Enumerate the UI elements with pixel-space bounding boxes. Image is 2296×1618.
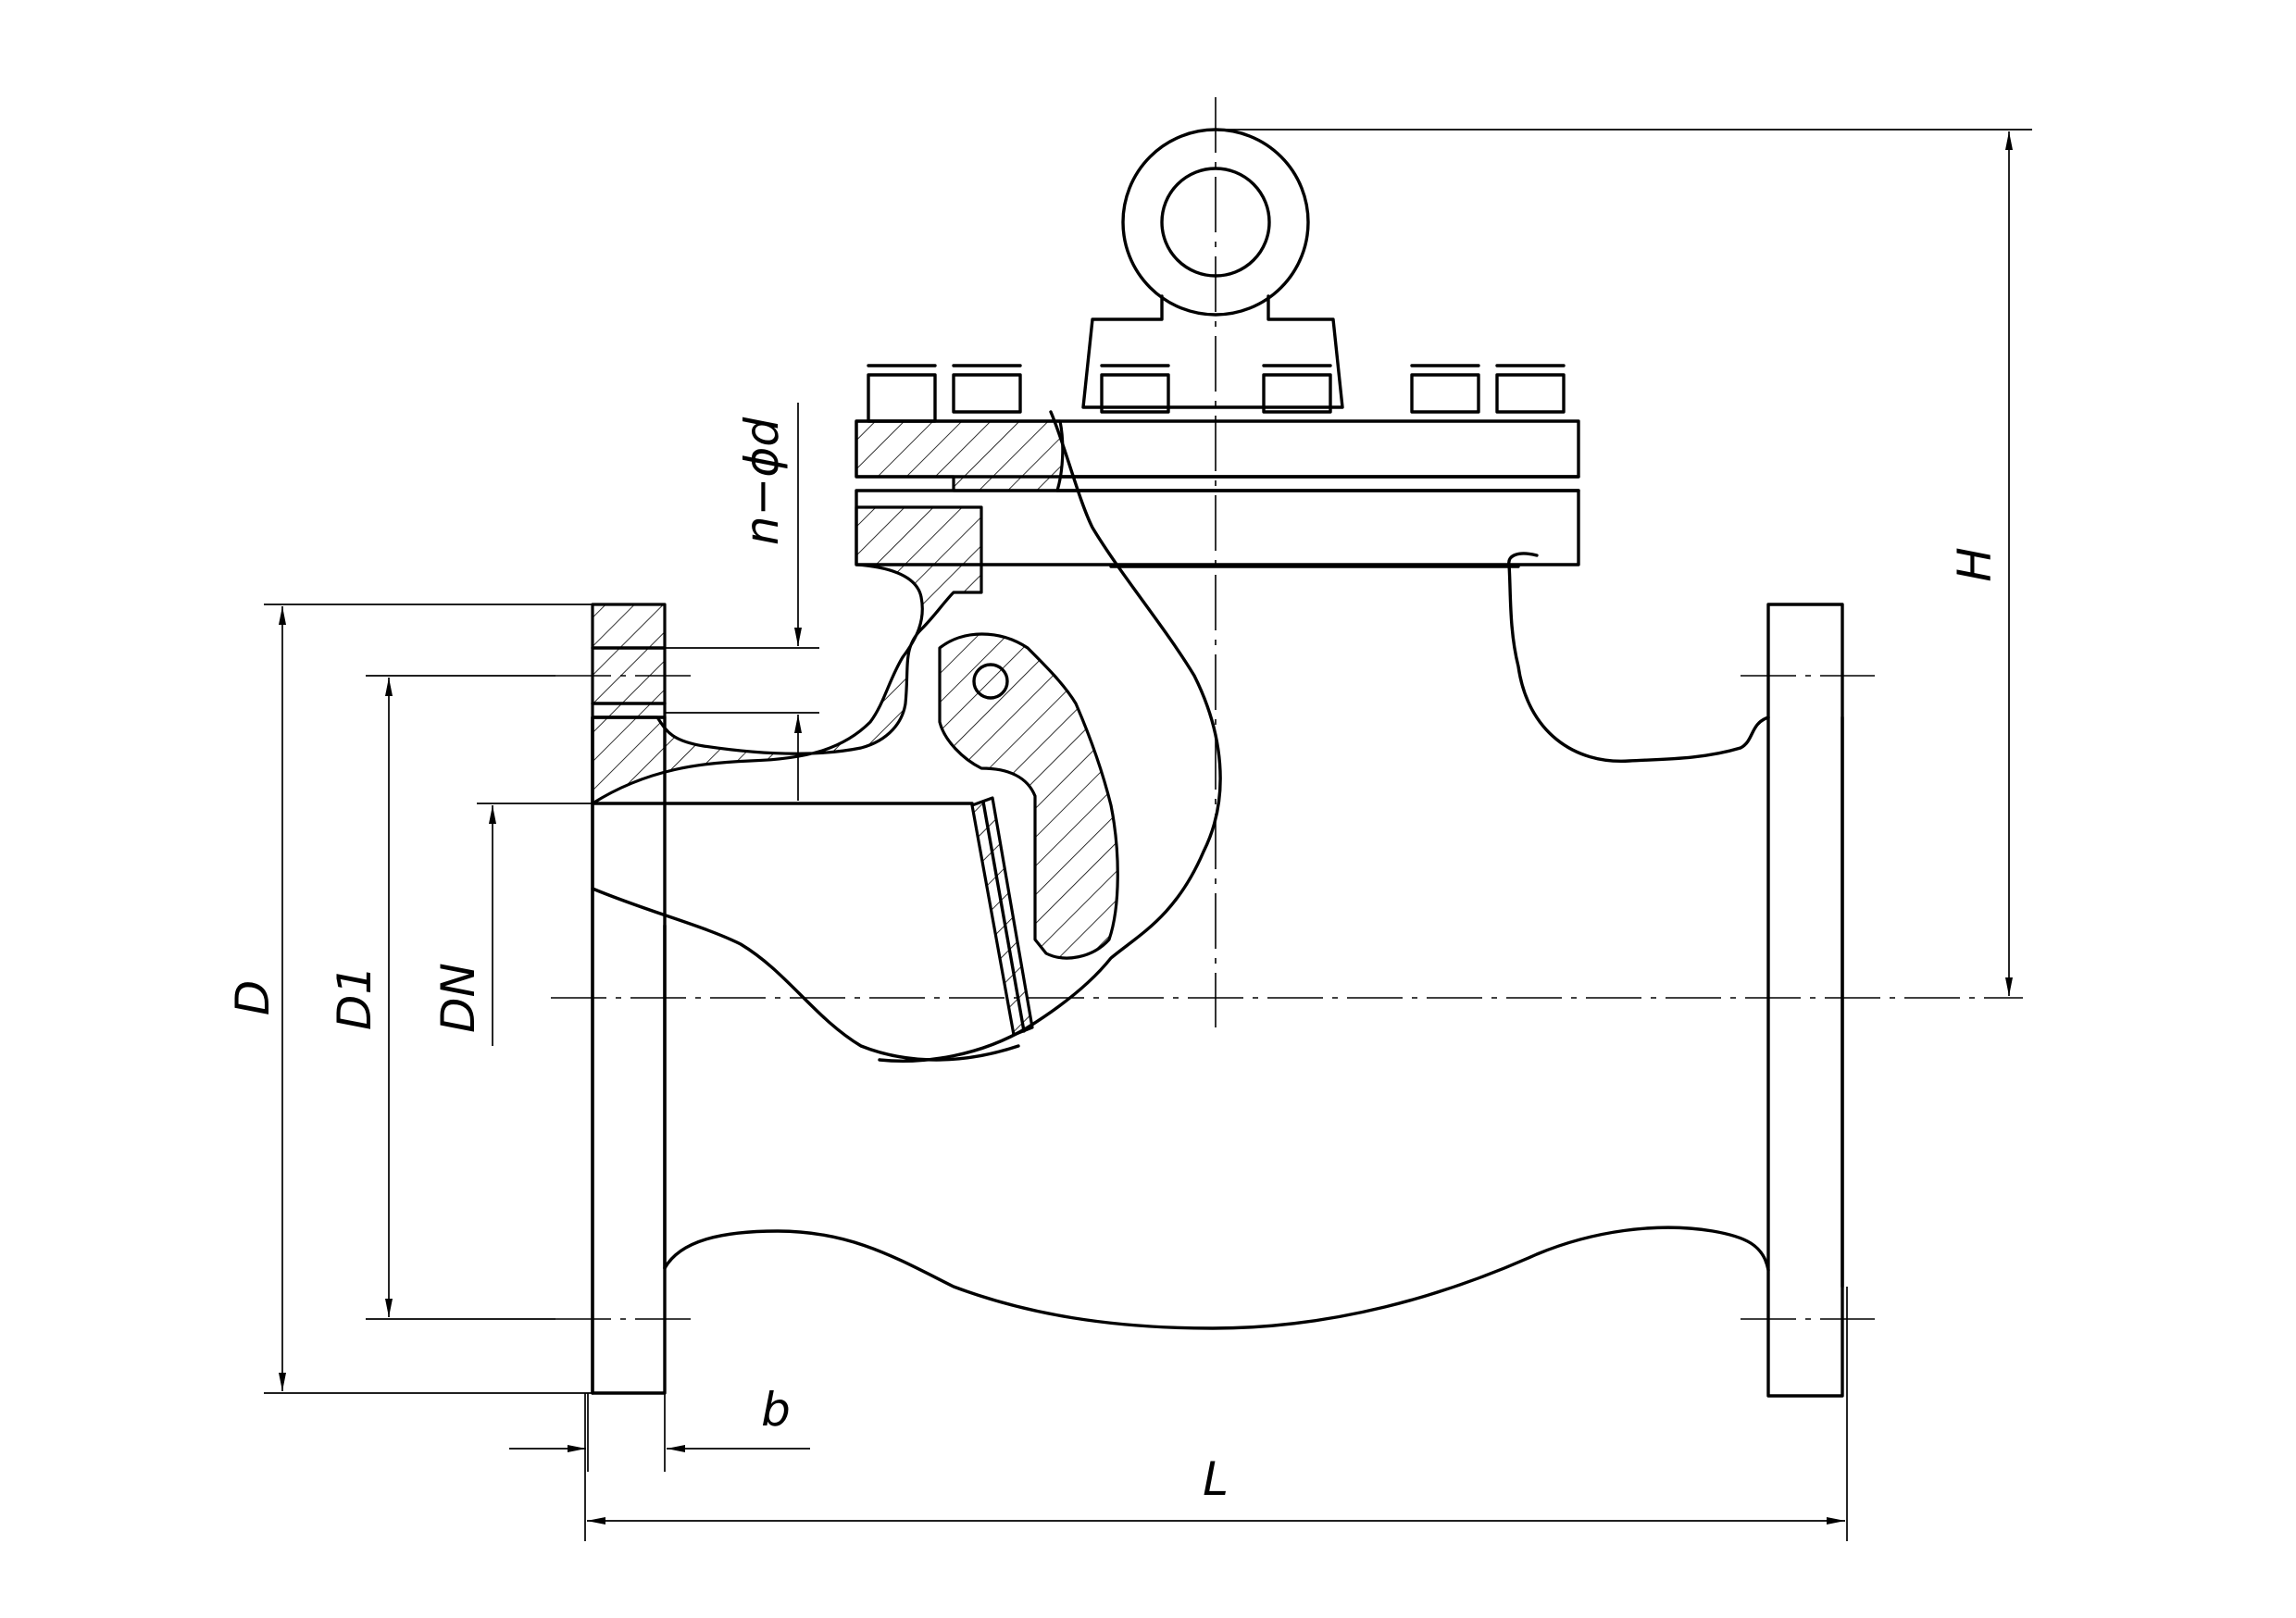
label-h: H: [1948, 547, 2002, 582]
valve-body: [591, 552, 1844, 1398]
bolt-group: [867, 364, 1566, 423]
bolt-nut: [867, 373, 937, 423]
label-l: L: [1203, 1452, 1229, 1506]
label-dn: DN: [431, 963, 485, 1033]
label-n-phi-d: n−ϕd: [735, 417, 789, 546]
dimensions: D D1 DN n−ϕd H b L: [226, 129, 2032, 1541]
body-bottom-contour: [663, 1226, 1770, 1330]
bolt-nut: [1262, 373, 1332, 414]
bolt-nut: [1100, 373, 1170, 414]
label-d: D: [226, 980, 280, 1016]
centerlines: [551, 97, 2023, 1320]
disc-arm-section: [938, 632, 1119, 960]
seat-face-line: [981, 800, 1026, 1033]
right-neck: [1507, 552, 1770, 763]
bolt-nut: [1495, 373, 1566, 414]
right-flange: [1766, 603, 1844, 1398]
hinge-pin: [972, 663, 1009, 700]
bonnet-flange-section: [855, 419, 1065, 492]
left-flange: [591, 716, 667, 1395]
left-flange-section-top: [591, 603, 667, 719]
label-b: b: [761, 1383, 791, 1437]
eye-bolt-base: [1081, 294, 1344, 409]
lifting-eye-inner: [1160, 167, 1271, 278]
bolt-nut: [952, 373, 1022, 414]
label-d1: D1: [328, 965, 381, 1030]
inlet-inner-contour: [591, 887, 1020, 1062]
bonnet: [855, 128, 1580, 1063]
bolt-nut: [1410, 373, 1480, 414]
break-line: [878, 410, 1222, 1063]
